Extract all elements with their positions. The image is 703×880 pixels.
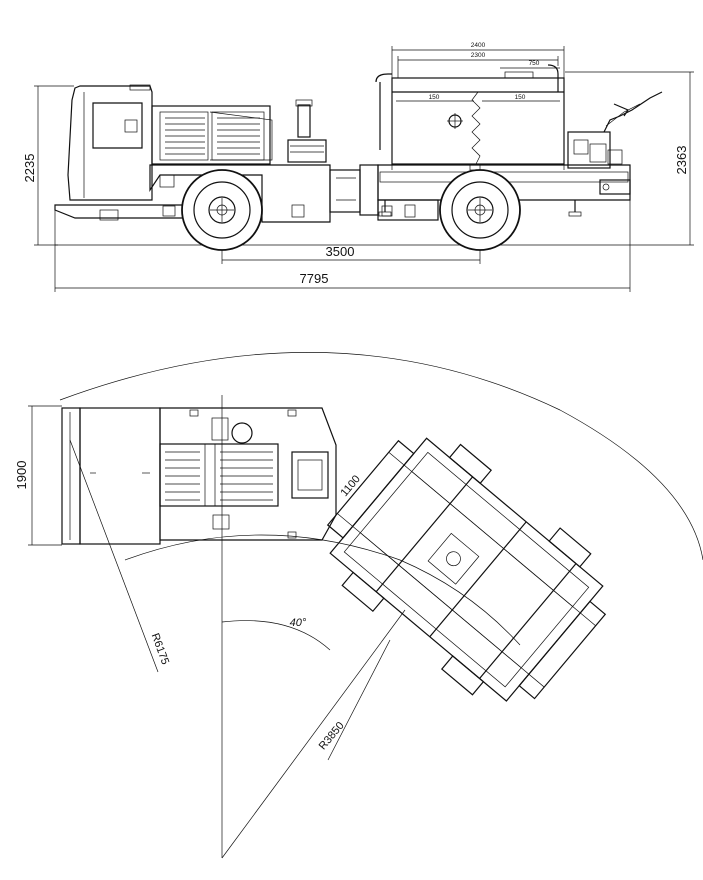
- dim-1100-label: 1100: [339, 473, 363, 499]
- side-dimensions: 2235 2363 3500 7795 2400 2300 750 150 15…: [22, 42, 694, 292]
- wheelbase-label: 3500: [326, 244, 355, 259]
- top-cabin: [61, 407, 161, 545]
- angle-label: 40°: [290, 617, 307, 629]
- top-view: 1900 1100 40° R6175 R3850: [14, 352, 703, 859]
- front-wheel: [181, 169, 263, 251]
- tank-width-outer-label: 2400: [471, 42, 486, 49]
- tank-width-inner-label: 2300: [471, 52, 486, 59]
- tank-top-dim-label: 750: [529, 60, 540, 67]
- cabin: [67, 84, 153, 201]
- engine-grille: [151, 105, 273, 165]
- tank-left-dim-label: 150: [429, 94, 440, 101]
- outer-radius-label: R6175: [149, 632, 171, 667]
- tank: [375, 64, 565, 171]
- rear-wheel: [439, 169, 521, 251]
- inner-radius-label: R3850: [317, 720, 347, 753]
- height-rear-label: 2363: [674, 146, 689, 175]
- side-view: [54, 64, 663, 251]
- tank-right-dim-label: 150: [515, 94, 526, 101]
- width-label: 1900: [14, 461, 29, 490]
- overall-length-label: 7795: [300, 271, 329, 286]
- top-rear-section: [326, 437, 607, 702]
- top-front-chassis: [159, 407, 337, 541]
- height-front-label: 2235: [22, 154, 37, 183]
